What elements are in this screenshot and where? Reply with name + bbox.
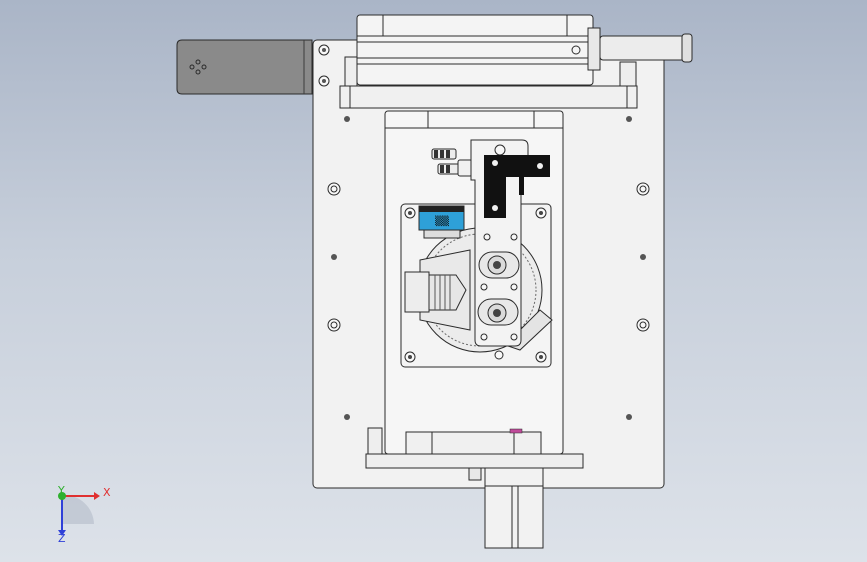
triad-z-label: Z (58, 532, 66, 545)
air-fittings[interactable] (431, 148, 473, 177)
proximity-sensor[interactable]: ▒▒ (418, 205, 465, 239)
side-clamp-arm[interactable] (404, 271, 467, 313)
triad-x-label: X (103, 486, 111, 499)
cylinder-mount-block[interactable] (339, 56, 638, 109)
bottom-mount-block[interactable] (365, 427, 584, 481)
plate-screws (318, 44, 650, 463)
coordinate-triad (58, 492, 100, 536)
bottom-air-cylinder[interactable] (484, 467, 544, 549)
top-air-cylinder[interactable] (356, 14, 693, 86)
svg-text:▒▒: ▒▒ (435, 215, 449, 227)
left-cylinder-tab[interactable] (176, 39, 313, 95)
triad-y-label: Y (58, 484, 65, 497)
rotary-clamp-column[interactable] (470, 139, 550, 347)
